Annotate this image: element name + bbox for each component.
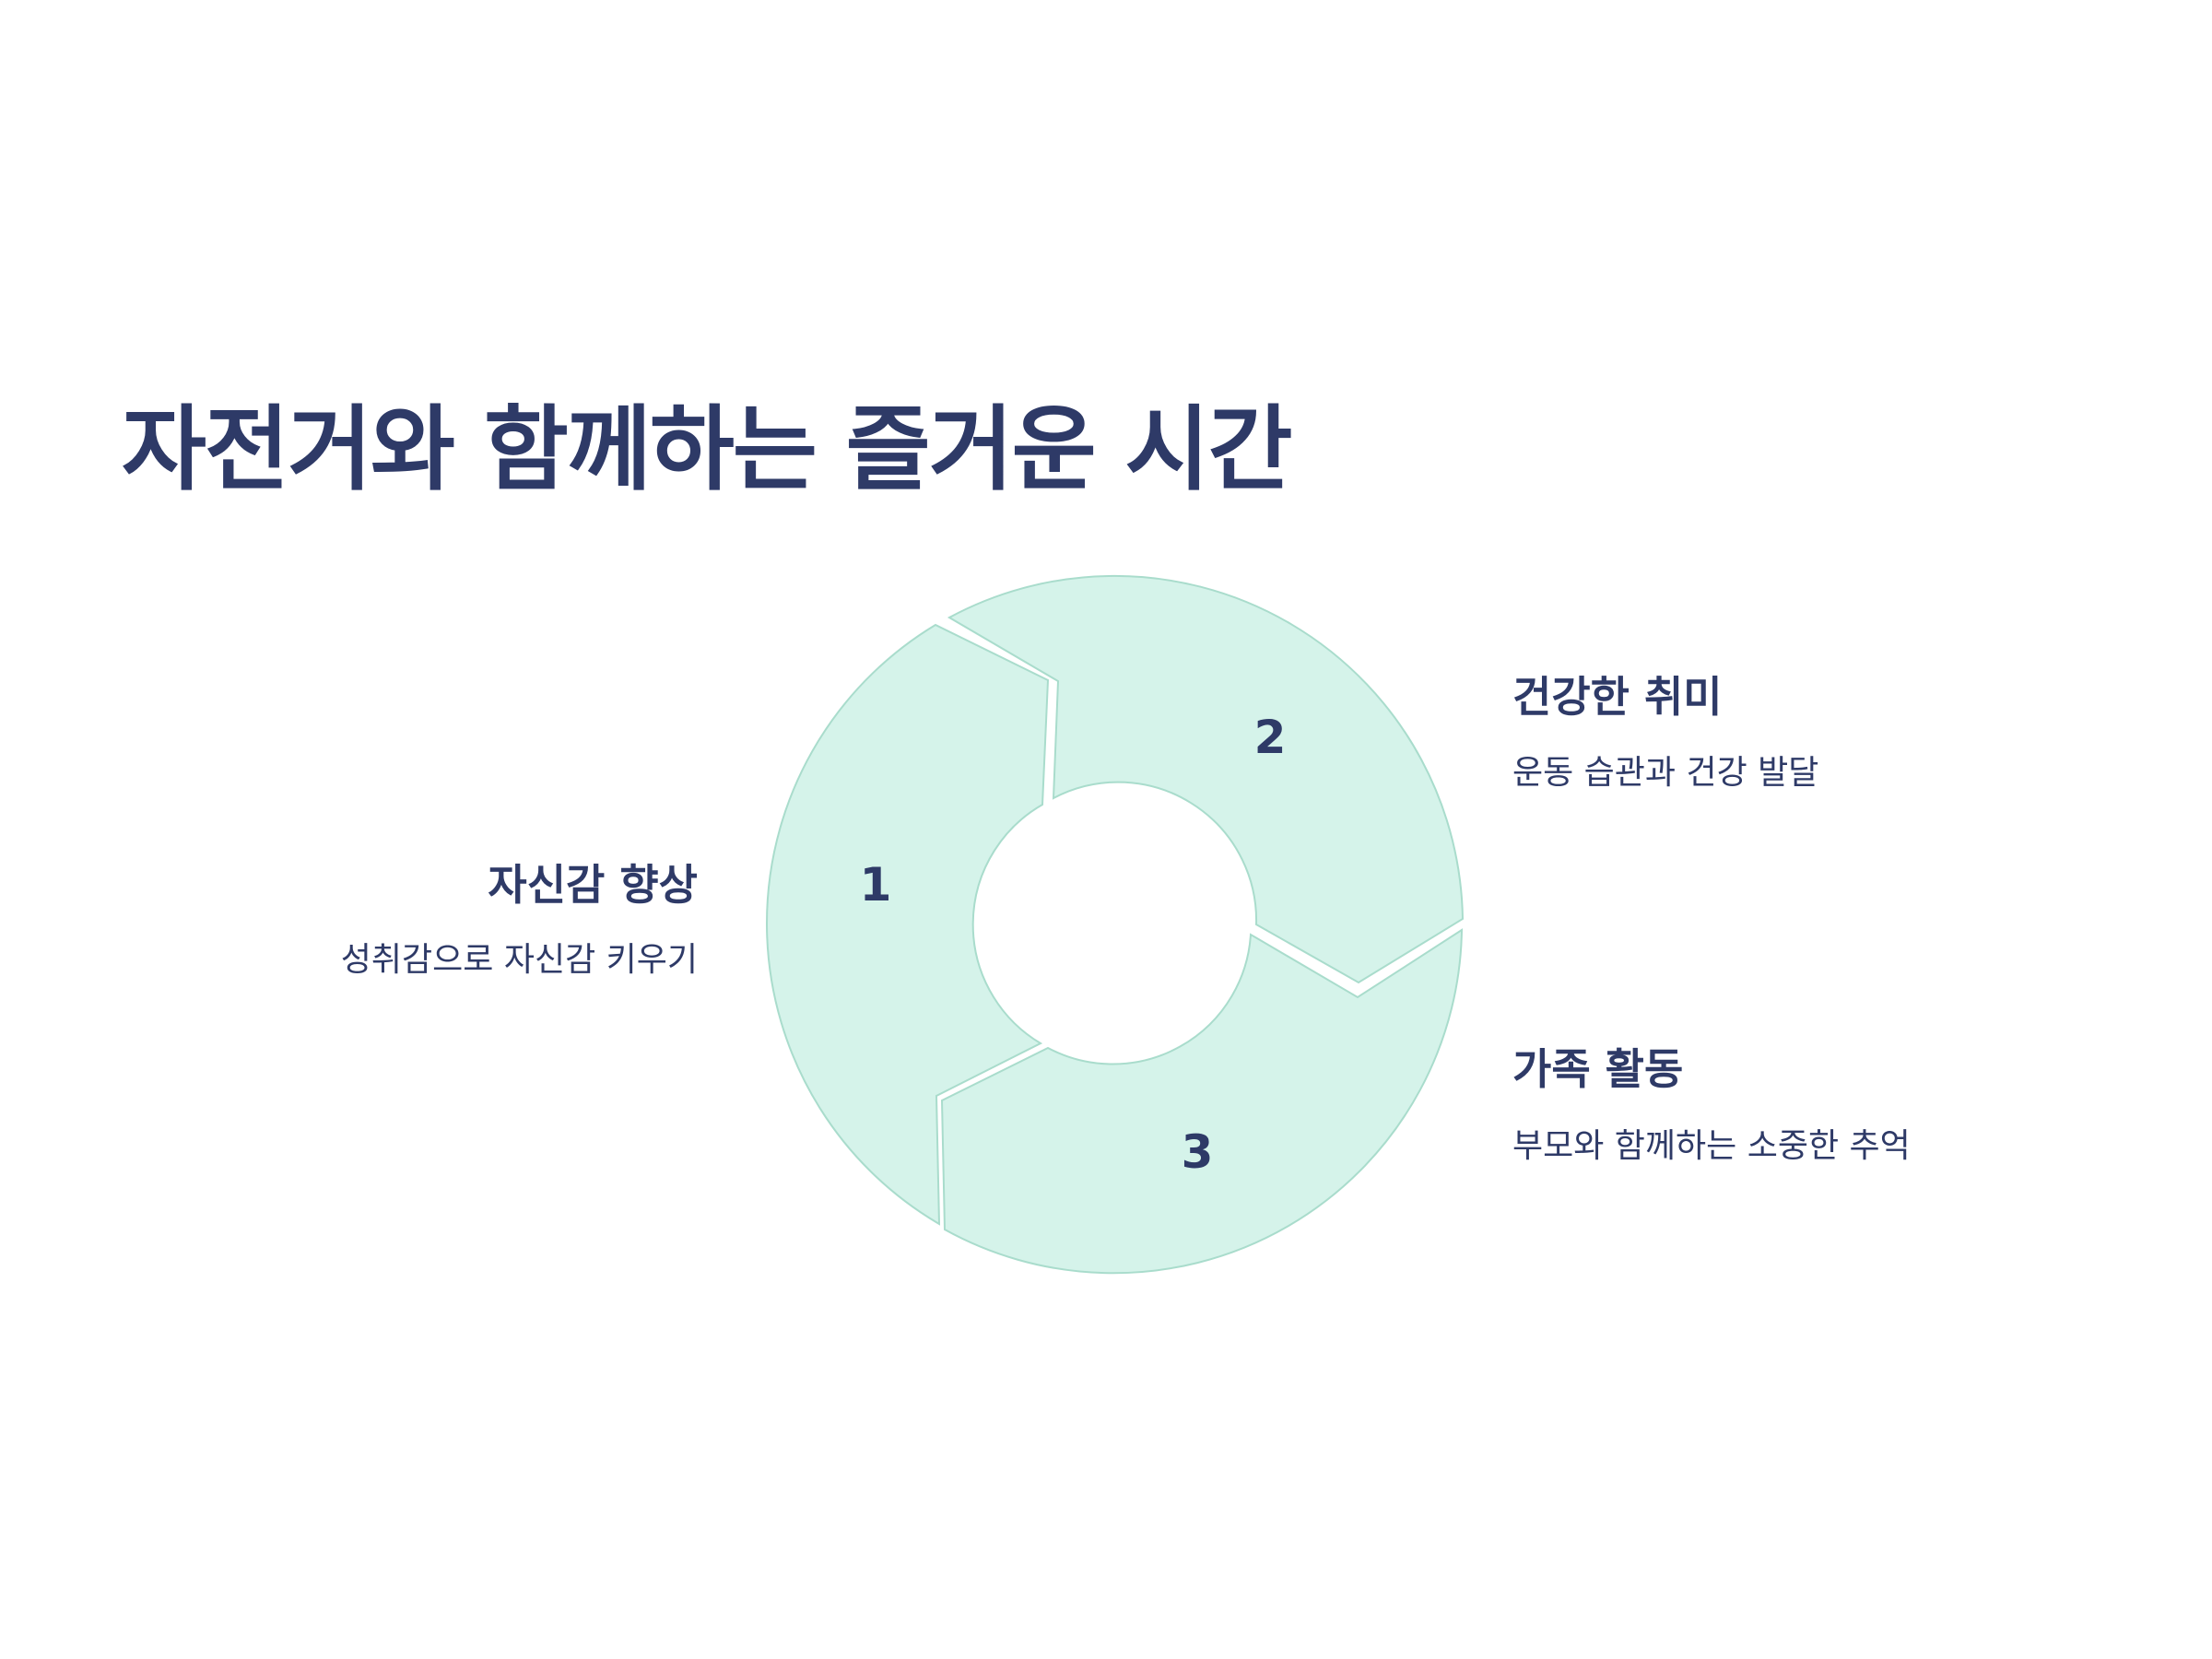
step-1-description: 성취감으로 자신감 키우기 xyxy=(340,941,698,979)
step-1-title: 자신감 향상 xyxy=(488,860,698,910)
step-3-number: 3 xyxy=(1182,1125,1214,1179)
step-3-title: 가족 활동 xyxy=(1512,1044,1684,1094)
step-1-number: 1 xyxy=(860,858,892,912)
step-3-description: 부모와 함께하는 소중한 추억 xyxy=(1512,1127,1911,1165)
step-2-description: 운동 습관과 건강 발달 xyxy=(1512,754,1819,792)
cycle-segment-3 xyxy=(940,928,1464,1275)
slide-title: 자전거와 함께하는 즐거운 시간 xyxy=(122,395,1292,503)
cycle-segment-1 xyxy=(766,623,1050,1226)
cycle-segment-2 xyxy=(947,574,1465,984)
step-2-title: 건강한 취미 xyxy=(1512,672,1723,722)
step-2-number: 2 xyxy=(1254,711,1287,764)
